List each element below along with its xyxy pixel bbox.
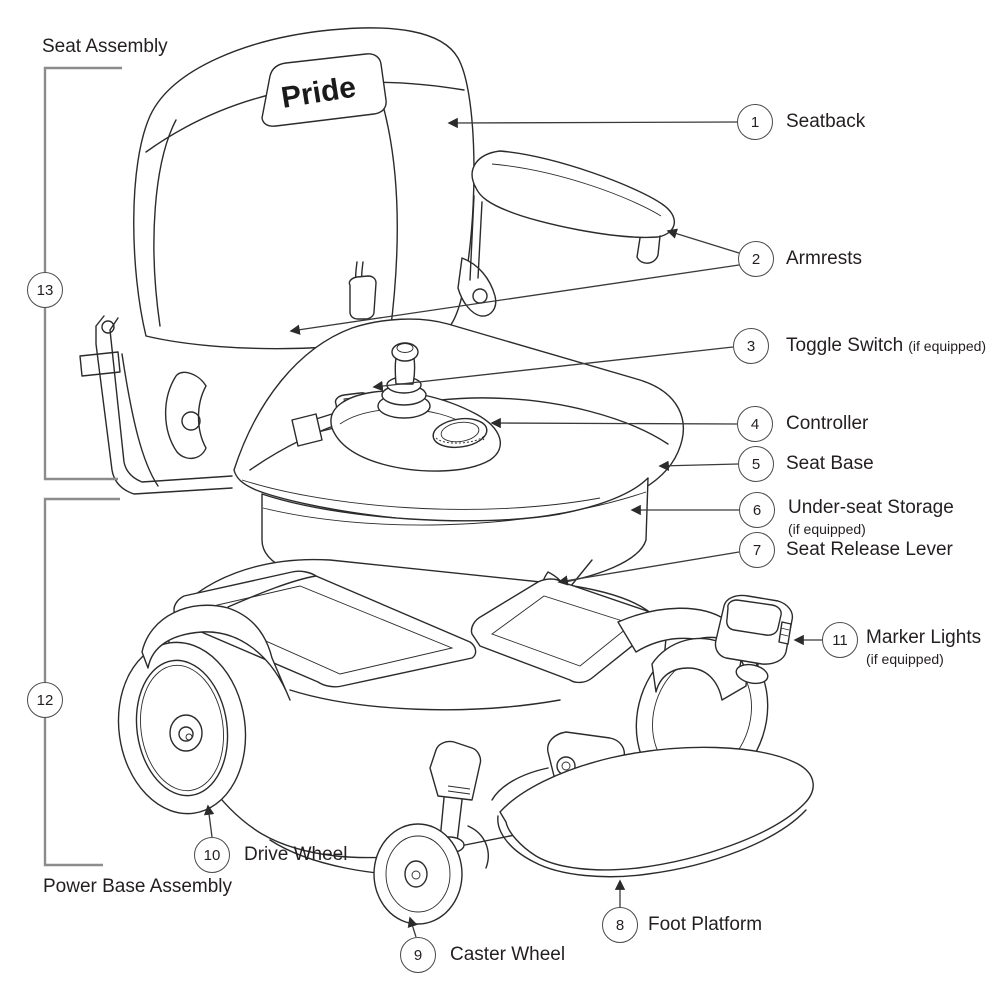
callout-3-label: Toggle Switch(if equipped) — [786, 335, 987, 356]
callout-4-number: 4 — [750, 415, 760, 433]
front-caster-drawing — [373, 740, 489, 925]
callout-12-circle: 12 — [27, 682, 63, 718]
seatback-drawing: Pride — [133, 27, 497, 350]
callout-4-circle: 4 — [737, 406, 773, 442]
foot-platform-drawing — [491, 731, 814, 878]
callout-13-number: 13 — [36, 281, 54, 299]
callout-8-label: Foot Platform — [648, 914, 763, 935]
callout-8-number: 8 — [615, 916, 625, 934]
marker-light-drawing — [714, 594, 794, 665]
callout-3-number: 3 — [746, 337, 756, 355]
controller-drawing — [291, 342, 501, 472]
right-armrest-drawing — [469, 150, 675, 281]
callout-6-circle: 6 — [739, 492, 775, 528]
callout-11-qualifier: (if equipped) — [866, 651, 944, 667]
callout-10-number: 10 — [203, 846, 221, 864]
callout-13-circle: 13 — [27, 272, 63, 308]
callout-7-number: 7 — [752, 541, 762, 559]
callout-6-label: Under-seat Storage(if equipped) — [788, 497, 954, 537]
callout-10-circle: 10 — [194, 837, 230, 873]
power-base-assembly-label: Power Base Assembly — [43, 876, 233, 897]
callout-3-circle: 3 — [733, 328, 769, 364]
callout-7-label: Seat Release Lever — [786, 539, 953, 560]
callout-6-number: 6 — [752, 501, 762, 519]
callout-10-label: Drive Wheel — [244, 844, 348, 865]
callout-5-circle: 5 — [738, 446, 774, 482]
leader-lines — [203, 117, 822, 938]
callout-9-number: 9 — [413, 946, 423, 964]
callout-2-circle: 2 — [738, 241, 774, 277]
callout-11-number: 11 — [832, 631, 848, 649]
speed-dial-drawing — [432, 417, 488, 449]
callout-11-circle: 11 — [822, 622, 858, 658]
callout-11-label: Marker Lights(if equipped) — [866, 627, 982, 667]
callout-9-label: Caster Wheel — [450, 944, 566, 965]
callout-5-label: Seat Base — [786, 453, 874, 474]
seat-assembly-label: Seat Assembly — [42, 36, 168, 57]
callout-1-label: Seatback — [786, 111, 866, 132]
callout-2-number: 2 — [751, 250, 761, 268]
callout-8-circle: 8 — [602, 907, 638, 943]
assembly-brackets — [43, 66, 122, 867]
callout-1-circle: 1 — [737, 104, 773, 140]
callout-9-circle: 9 — [400, 937, 436, 973]
callout-1-number: 1 — [750, 113, 760, 131]
callout-4-label: Controller — [786, 413, 869, 434]
callout-12-number: 12 — [36, 691, 54, 709]
drive-wheel-drawing — [117, 575, 317, 815]
callout-6-qualifier: (if equipped) — [788, 521, 866, 537]
callout-5-number: 5 — [751, 455, 761, 473]
seat-frame-drawing — [79, 315, 233, 495]
callout-7-circle: 7 — [739, 532, 775, 568]
callout-2-label: Armrests — [786, 248, 862, 269]
callout-3-qualifier: (if equipped) — [908, 338, 987, 354]
